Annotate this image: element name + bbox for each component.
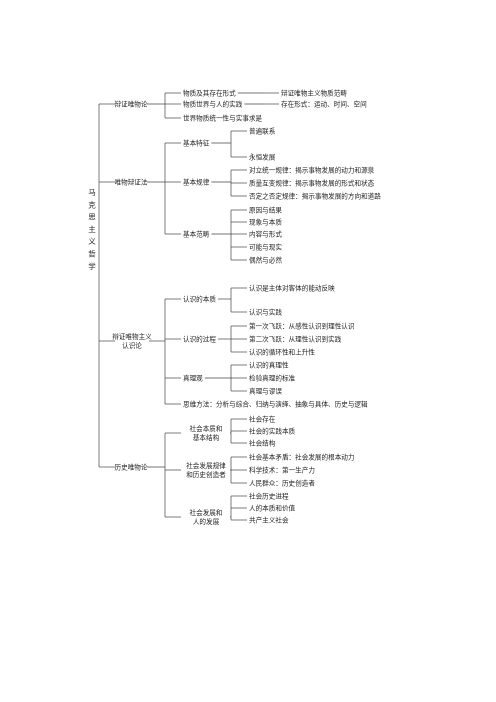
leaf-label: 真理与谬误 [249,386,282,395]
leaf-label: 内容与形式 [249,229,282,238]
leaf-label: 检验真理的标准 [249,373,296,382]
leaf-label: 永恒发展 [249,152,276,161]
root-title-char: 克 [88,200,96,209]
category-label: 基本特征 [183,138,210,147]
leaf-label: 认识的真理性 [249,360,289,369]
leaf-label: 偶然与必然 [249,255,282,264]
leaf-label: 认识是主体对客体的能动反映 [249,283,335,292]
leaf-label: 认识的循环性和上升性 [249,347,315,356]
category-label: 基本规律 [183,177,210,186]
branch-label: 辩证唯物主义 [112,332,152,341]
tree-connectors [98,92,279,521]
category-label: 认识的过程 [183,334,216,343]
category-label: 思维方法：分析与综合、归纳与演绎、抽象与具体、历史与逻辑 [183,399,368,408]
leaf-label: 科学技术：第一生产力 [249,465,315,474]
leaf-label: 第二次飞跃：从理性认识到实践 [249,334,342,343]
category-label: 社会发展规律 [186,461,226,470]
category-label: 认识的本质 [183,294,216,303]
category-label: 真理观 [183,373,203,382]
leaf-label: 存在形式：运动、时间、空间 [281,99,367,108]
category-label: 基本范畴 [183,229,210,238]
category-label: 物质及其存在形式 [183,88,236,97]
leaf-label: 质量互变规律：揭示事物发展的形式和状态 [249,178,375,187]
leaf-label: 普遍联系 [249,126,276,135]
leaf-label: 现象与本质 [249,217,282,226]
leaf-label: 第一次飞跃：从感性认识到理性认识 [249,321,355,330]
leaf-label: 社会历史进程 [249,491,289,500]
category-label: 物质世界与人的实践 [183,99,243,108]
leaf-label: 否定之否定规律：揭示事物发展的方向和道路 [249,191,381,200]
branch-label: 唯物辩证法 [115,177,148,186]
leaf-label: 共产主义社会 [249,515,289,524]
leaf-label: 社会基本矛盾：社会发展的根本动力 [249,452,355,461]
category-label: 社会发展和 [190,508,223,517]
branch-label: 认识论 [122,341,142,350]
leaf-label: 社会的实践本质 [249,426,296,435]
leaf-label: 社会存在 [249,414,276,423]
leaf-label: 社会结构 [249,438,276,447]
leaf-label: 人的本质和价值 [249,503,296,512]
root-title-char: 哲 [88,250,96,259]
category-label: 社会本质和 [190,424,223,433]
leaf-label: 认识与实践 [249,307,282,316]
branch-label: 辩证唯物论 [115,99,148,108]
leaf-label: 原因与结果 [249,205,282,214]
category-label: 基本结构 [193,433,220,442]
branch-label: 历史唯物论 [115,462,148,471]
root-title-char: 思 [88,213,96,222]
category-label: 人的发展 [193,517,220,526]
root-title-char: 义 [88,237,96,246]
leaf-label: 辩证唯物主义物质范畴 [281,88,347,97]
root-title-char: 学 [88,261,96,271]
category-label: 和历史创造者 [186,470,226,479]
category-label: 世界物质统一性与实事求是 [183,113,263,122]
root-title-char: 主 [88,224,96,234]
leaf-label: 可能与现实 [249,242,282,251]
root-title-char: 马 [88,188,96,197]
leaf-label: 人民群众：历史创造者 [249,478,315,487]
leaf-label: 对立统一规律：揭示事物发展的动力和源泉 [249,165,375,174]
